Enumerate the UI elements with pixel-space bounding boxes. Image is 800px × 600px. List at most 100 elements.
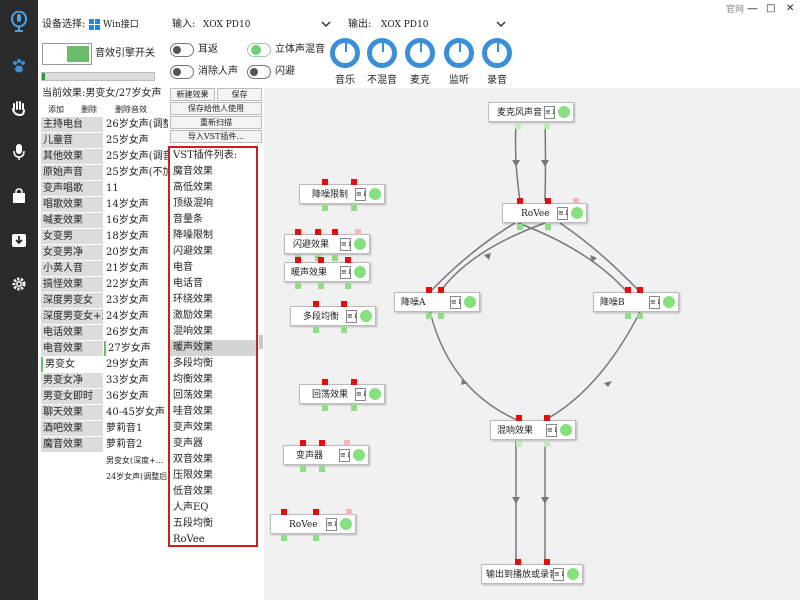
node-input-pin[interactable] bbox=[341, 301, 347, 307]
node-input-pin[interactable] bbox=[355, 229, 361, 235]
node-output-pin[interactable] bbox=[313, 535, 319, 541]
node-output-pin[interactable] bbox=[438, 313, 444, 319]
effect-category-item[interactable]: 女变男净 bbox=[41, 245, 103, 260]
node-input-pin[interactable] bbox=[345, 257, 351, 263]
node-input-pin[interactable] bbox=[515, 559, 521, 565]
effect-category-item[interactable]: 男变女即时 bbox=[41, 389, 103, 404]
preset-item[interactable]: 14岁女声 bbox=[106, 199, 149, 210]
effect-category-item[interactable]: 男变女 bbox=[41, 357, 103, 372]
vst-plugin-item[interactable]: 电音 bbox=[173, 262, 193, 273]
chevron-down-icon[interactable] bbox=[496, 20, 506, 31]
effect-category-item[interactable]: 其他效果 bbox=[41, 149, 103, 164]
effect-category-item[interactable]: 电音效果 bbox=[41, 341, 103, 356]
preset-item[interactable]: 24岁女声 bbox=[106, 311, 149, 322]
node-power-indicator[interactable] bbox=[354, 266, 366, 278]
engine-switch[interactable] bbox=[42, 43, 92, 65]
vst-plugin-item[interactable]: 降噪限制 bbox=[173, 230, 213, 241]
effect-node-reverb[interactable]: 混响效果≡↓ bbox=[490, 415, 576, 447]
node-power-indicator[interactable] bbox=[369, 388, 381, 400]
node-settings-icon[interactable]: ≡↓ bbox=[326, 518, 339, 531]
input-select[interactable]: XOX PD10 bbox=[203, 20, 251, 30]
node-output-pin[interactable] bbox=[322, 405, 328, 411]
preset-item[interactable]: 萝莉音2 bbox=[106, 439, 143, 450]
preset-item[interactable]: 18岁女声 bbox=[106, 231, 149, 242]
node-settings-icon[interactable]: ≡↓ bbox=[553, 568, 566, 581]
effect-node-multiband[interactable]: 多段均衡≡↓ bbox=[290, 301, 376, 333]
vst-plugin-item[interactable]: 顶级混响 bbox=[173, 198, 213, 209]
effect-node-echo[interactable]: 回荡效果≡↓ bbox=[299, 379, 385, 411]
node-output-pin[interactable] bbox=[625, 313, 631, 319]
node-output-pin[interactable] bbox=[345, 283, 351, 289]
node-output-pin[interactable] bbox=[515, 123, 521, 129]
save-button[interactable]: 保存 bbox=[217, 88, 262, 101]
vst-plugin-item[interactable]: 五段均衡 bbox=[173, 518, 213, 529]
effect-node-denoise-b[interactable]: 降噪B≡↓ bbox=[593, 287, 679, 319]
node-settings-icon[interactable]: ≡↓ bbox=[450, 296, 463, 309]
node-input-pin[interactable] bbox=[313, 509, 319, 515]
effect-node-denoise-a[interactable]: 降噪A≡↓ bbox=[394, 287, 480, 319]
vst-plugin-item[interactable]: 激励效果 bbox=[173, 310, 213, 321]
vst-plugin-item[interactable]: 双音效果 bbox=[173, 454, 213, 465]
preset-item[interactable]: 25岁女声(调音后) bbox=[106, 151, 168, 162]
node-input-pin[interactable] bbox=[315, 229, 321, 235]
effect-node-voice-changer[interactable]: 变声器≡↓ bbox=[283, 440, 369, 472]
node-power-indicator[interactable] bbox=[558, 106, 570, 118]
flash-avoid-toggle[interactable] bbox=[247, 65, 271, 79]
node-input-pin[interactable] bbox=[544, 559, 550, 565]
preset-item[interactable]: 26岁女声 bbox=[106, 327, 149, 338]
preset-item[interactable]: 36岁女声 bbox=[106, 391, 149, 402]
effect-category-item[interactable]: 深度男变女+混响 bbox=[41, 309, 103, 324]
save-for-others-button[interactable]: 保存给他人使用 bbox=[170, 102, 262, 115]
vst-plugin-item[interactable]: 压限效果 bbox=[173, 470, 213, 481]
node-input-pin[interactable] bbox=[351, 179, 357, 185]
node-input-pin[interactable] bbox=[438, 287, 444, 293]
effect-category-item[interactable]: 深度男变女 bbox=[41, 293, 103, 308]
effect-category-item[interactable]: 喊麦效果 bbox=[41, 213, 103, 228]
chevron-down-icon[interactable] bbox=[321, 20, 331, 31]
output-select[interactable]: XOX PD10 bbox=[381, 20, 429, 30]
node-input-pin[interactable] bbox=[332, 229, 338, 235]
maximize-button[interactable]: □ bbox=[766, 3, 776, 14]
node-output-pin[interactable] bbox=[313, 327, 319, 333]
node-settings-icon[interactable]: ≡↓ bbox=[544, 106, 557, 119]
vst-plugin-item[interactable]: 回荡效果 bbox=[173, 390, 213, 401]
node-input-pin[interactable] bbox=[313, 301, 319, 307]
vst-plugin-item[interactable]: 环绕效果 bbox=[173, 294, 213, 305]
preset-item[interactable]: 男变女(深度+... bbox=[106, 456, 164, 465]
effect-node-out[interactable]: 输出到播放或录音≡↓ bbox=[481, 559, 583, 584]
node-output-pin[interactable] bbox=[426, 313, 432, 319]
preset-item[interactable]: 24岁女声(调整后) bbox=[106, 472, 168, 481]
preset-item[interactable]: 22岁女声 bbox=[106, 279, 149, 290]
node-power-indicator[interactable] bbox=[360, 310, 372, 322]
minimize-button[interactable]: — bbox=[747, 2, 758, 15]
node-output-pin[interactable] bbox=[545, 224, 551, 230]
vst-plugin-item[interactable]: 变声器 bbox=[173, 438, 203, 449]
effect-node-noise-limit[interactable]: 降噪限制≡↓ bbox=[299, 179, 385, 211]
node-input-pin[interactable] bbox=[573, 198, 579, 204]
preset-item[interactable]: 25岁女声(不加... bbox=[106, 167, 168, 178]
node-output-pin[interactable] bbox=[322, 205, 328, 211]
node-input-pin[interactable] bbox=[637, 287, 643, 293]
hand-icon[interactable] bbox=[7, 96, 31, 120]
official-site-link[interactable]: 官网 bbox=[726, 5, 745, 15]
effect-category-item[interactable]: 聊天效果 bbox=[41, 405, 103, 420]
effect-category-item[interactable]: 主持电台 bbox=[41, 117, 103, 132]
delete-button[interactable]: 删除 bbox=[81, 105, 97, 114]
vst-plugin-item[interactable]: 暖声效果 bbox=[170, 340, 256, 356]
preset-item[interactable]: 20岁女声 bbox=[106, 247, 149, 258]
node-settings-icon[interactable]: ≡↓ bbox=[546, 424, 559, 437]
new-effect-button[interactable]: 新建效果 bbox=[170, 88, 215, 101]
no-mix-knob[interactable]: 不混音 bbox=[364, 38, 400, 86]
node-power-indicator[interactable] bbox=[369, 188, 381, 200]
node-power-indicator[interactable] bbox=[567, 568, 579, 580]
import-vst-button[interactable]: 导入VST插件... bbox=[170, 130, 262, 143]
preset-item[interactable]: 27岁女声 bbox=[104, 341, 168, 356]
node-settings-icon[interactable]: ≡↓ bbox=[340, 266, 353, 279]
effect-category-item[interactable]: 儿童音 bbox=[41, 133, 103, 148]
node-output-pin[interactable] bbox=[341, 327, 347, 333]
node-power-indicator[interactable] bbox=[663, 296, 675, 308]
node-output-pin[interactable] bbox=[319, 466, 325, 472]
gear-icon[interactable] bbox=[7, 272, 31, 296]
effect-node-mic[interactable]: 麦克风声音≡↓ bbox=[488, 102, 574, 129]
device-select[interactable]: Win接口 bbox=[103, 20, 139, 30]
